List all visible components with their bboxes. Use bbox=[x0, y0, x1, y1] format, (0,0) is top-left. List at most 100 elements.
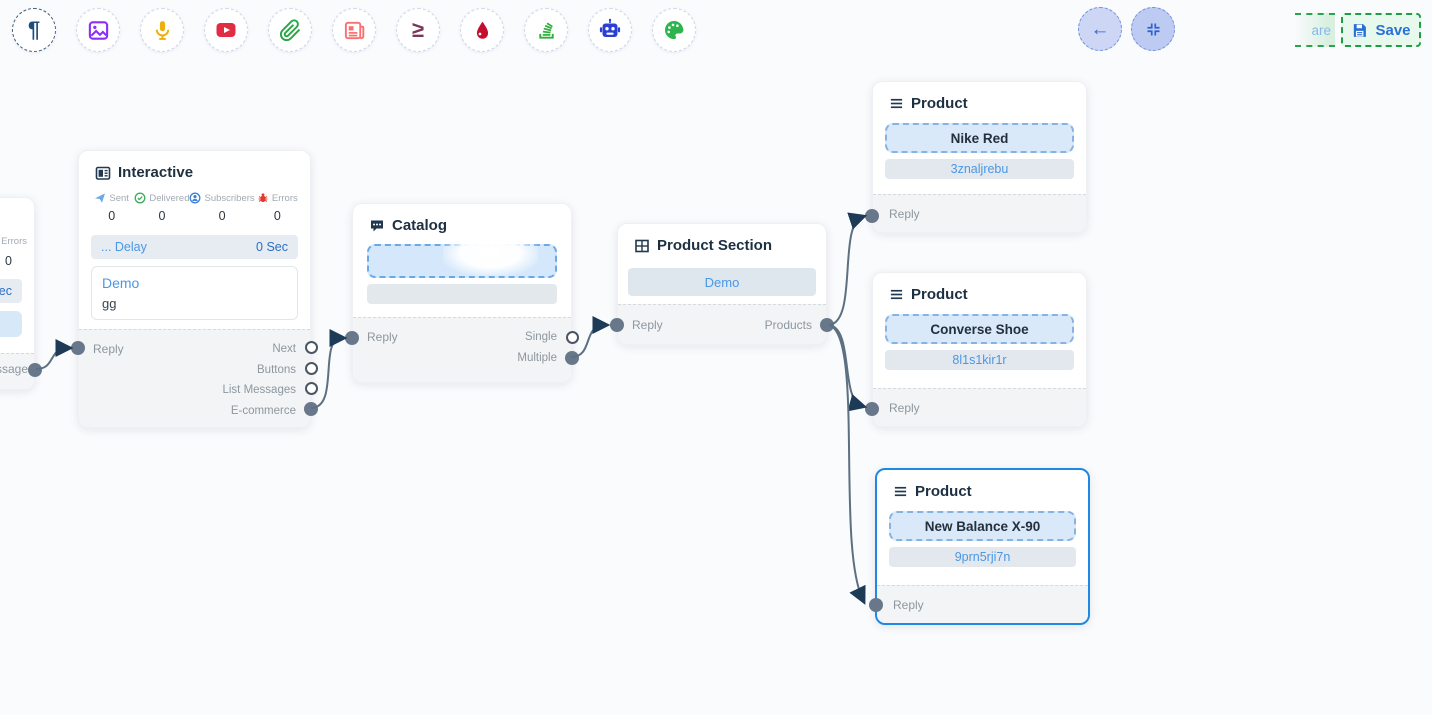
node-title: Product Section bbox=[657, 237, 773, 254]
stat-errors-value: 0 bbox=[5, 254, 12, 268]
delivered-icon bbox=[134, 192, 146, 204]
buttons-output-port[interactable] bbox=[305, 362, 318, 375]
product-node-new-balance[interactable]: Product New Balance X-90 9prn5rji7n Repl… bbox=[869, 468, 1090, 625]
sequence-node-button[interactable] bbox=[524, 8, 568, 52]
product-icon bbox=[890, 98, 903, 109]
catalog-icon bbox=[371, 220, 383, 231]
section-value-field[interactable]: Demo bbox=[628, 268, 816, 296]
file-node-button[interactable] bbox=[268, 8, 312, 52]
node-footer: Reply bbox=[877, 585, 1088, 623]
back-arrow-icon: ← bbox=[1090, 18, 1110, 40]
product-name-field[interactable]: Converse Shoe bbox=[885, 314, 1074, 344]
subscribers-icon bbox=[190, 192, 201, 204]
partial-message-node[interactable]: Errors 0 Sec essage bbox=[0, 197, 42, 390]
edge-products-to-new-balance bbox=[828, 324, 866, 605]
next-output-port[interactable] bbox=[305, 341, 318, 354]
delay-row[interactable]: Sec bbox=[0, 279, 22, 303]
output-list-messages-label: List Messages bbox=[222, 384, 296, 397]
sent-icon bbox=[95, 193, 106, 203]
output-next-label: Next bbox=[272, 343, 296, 356]
node-title: Catalog bbox=[392, 217, 448, 234]
catalog-secondary-field[interactable] bbox=[367, 284, 557, 304]
output-multiple-label: Multiple bbox=[517, 351, 557, 364]
product-icon bbox=[894, 486, 907, 497]
node-footer: Reply bbox=[873, 388, 1086, 426]
reply-input-label: Reply bbox=[367, 330, 398, 345]
reply-input-port[interactable] bbox=[71, 341, 85, 355]
products-output-port[interactable] bbox=[820, 318, 834, 332]
list-messages-output-port[interactable] bbox=[305, 382, 318, 395]
node-footer: Reply Single Multiple bbox=[353, 317, 571, 382]
image-icon bbox=[88, 20, 108, 40]
pilcrow-icon: ¶ bbox=[27, 17, 41, 42]
share-button-fragment[interactable]: are bbox=[1295, 13, 1335, 47]
node-title: Product bbox=[911, 286, 968, 303]
condition-node-button[interactable]: ≥ bbox=[396, 8, 440, 52]
node-title: Interactive bbox=[118, 164, 194, 181]
reply-input-port[interactable] bbox=[865, 402, 879, 416]
multiple-output-port[interactable] bbox=[565, 351, 579, 365]
node-footer: essage bbox=[0, 353, 34, 389]
reply-input-label: Reply bbox=[889, 400, 920, 415]
product-retailer-id-field[interactable]: 8l1s1kir1r bbox=[885, 350, 1074, 370]
message-output-port[interactable] bbox=[28, 363, 42, 377]
product-section-node[interactable]: Product Section Demo Reply Products bbox=[610, 223, 834, 345]
paperclip-icon bbox=[279, 18, 300, 41]
drip-node-button[interactable] bbox=[460, 8, 504, 52]
droplet-icon bbox=[476, 21, 488, 39]
node-title: Product bbox=[915, 483, 972, 500]
node-footer: Reply Products bbox=[618, 304, 826, 344]
bot-node-button[interactable] bbox=[588, 8, 632, 52]
design-node-button[interactable] bbox=[652, 8, 696, 52]
output-ecommerce-label: E-commerce bbox=[230, 404, 296, 417]
card-node-button[interactable] bbox=[332, 8, 376, 52]
catalog-placeholder-field[interactable] bbox=[367, 238, 557, 278]
interactive-icon bbox=[95, 166, 111, 180]
palette-icon bbox=[664, 20, 684, 39]
catalog-node[interactable]: Catalog Reply Single Multiple bbox=[345, 203, 579, 383]
microphone-icon bbox=[155, 20, 169, 40]
message-content-box[interactable]: Demo gg bbox=[91, 266, 298, 320]
delay-row[interactable]: ... Delay 0 Sec bbox=[91, 235, 298, 259]
node-footer: Reply bbox=[873, 194, 1086, 232]
errors-icon bbox=[258, 193, 268, 203]
image-node-button[interactable] bbox=[76, 8, 120, 52]
product-name-field[interactable]: New Balance X-90 bbox=[889, 511, 1076, 541]
audio-node-button[interactable] bbox=[140, 8, 184, 52]
product-node-nike[interactable]: Product Nike Red 3znaljrebu Reply bbox=[865, 81, 1087, 233]
output-buttons-label: Buttons bbox=[257, 363, 296, 376]
interactive-node[interactable]: Interactive Sent 0 Delivered 0 bbox=[71, 150, 318, 428]
node-footer: Reply Next Buttons List Messages E-comme… bbox=[79, 329, 310, 427]
reply-input-port[interactable] bbox=[610, 318, 624, 332]
product-icon bbox=[890, 289, 903, 300]
reply-input-port[interactable] bbox=[869, 598, 883, 612]
text-node-button[interactable]: ¶ bbox=[12, 8, 56, 52]
greater-equal-icon: ≥ bbox=[411, 17, 425, 42]
reply-input-port[interactable] bbox=[345, 331, 359, 345]
output-single-label: Single bbox=[525, 331, 557, 344]
product-retailer-id-field[interactable]: 9prn5rji7n bbox=[889, 547, 1076, 567]
message-box[interactable] bbox=[0, 311, 22, 337]
stack-icon bbox=[538, 21, 554, 39]
fit-view-button[interactable] bbox=[1131, 7, 1175, 51]
reply-input-label: Reply bbox=[632, 317, 663, 332]
save-button[interactable]: Save bbox=[1341, 13, 1421, 47]
product-name-field[interactable]: Nike Red bbox=[885, 123, 1074, 153]
message-output-label: essage bbox=[0, 362, 28, 376]
product-node-converse[interactable]: Product Converse Shoe 8l1s1kir1r Reply bbox=[865, 272, 1087, 427]
reply-input-port[interactable] bbox=[865, 209, 879, 223]
video-node-button[interactable] bbox=[204, 8, 248, 52]
save-icon bbox=[1354, 23, 1367, 37]
newspaper-icon bbox=[344, 21, 364, 39]
single-output-port[interactable] bbox=[566, 331, 579, 344]
product-section-icon bbox=[635, 239, 649, 252]
product-retailer-id-field[interactable]: 3znaljrebu bbox=[885, 159, 1074, 179]
ecommerce-output-port[interactable] bbox=[304, 402, 318, 416]
node-title: Product bbox=[911, 95, 968, 112]
robot-icon bbox=[599, 18, 621, 37]
compress-icon bbox=[1146, 22, 1160, 36]
node-type-toolbar: ¶ ≥ bbox=[12, 8, 696, 52]
edge-products-to-nike bbox=[828, 212, 868, 326]
reply-input-label: Reply bbox=[889, 206, 920, 221]
back-button[interactable]: ← bbox=[1078, 7, 1122, 51]
